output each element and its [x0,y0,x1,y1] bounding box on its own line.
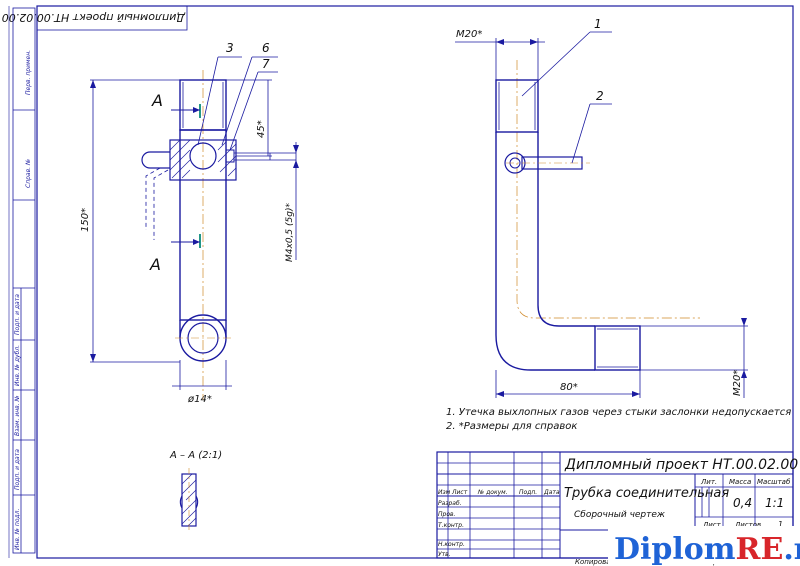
row-sign: Подп. [519,489,537,496]
margin-stamp: Перв. примен. Справ. № Подп. и дата Инв.… [12,7,36,554]
row-list: Лист [451,489,468,496]
left-view: A A 3 6 7 150* 45* М4х0,5 (5g)* ø14* [80,41,299,405]
dim-m20-top: М20* [456,29,482,40]
watermark-diplom: Diplom [614,532,736,566]
note-2: 2. *Размеры для справок [446,421,577,432]
left-pos-3: 3 [226,41,234,55]
rotated-designation-text: Дипломный проект НТ.00.02.00 СБ [0,11,186,24]
stamp-label-6: Подп. и дата [14,449,21,490]
stamp-label-1: Перв. примен. [25,50,32,95]
dim-thread: М4х0,5 (5g)* [285,203,295,262]
stamp-label-2: Справ. № [25,159,32,188]
left-pos-7: 7 [262,57,270,71]
sheets-count: 1 [778,520,783,529]
title-designation: Дипломный проект НТ.00.02.00 СБ [564,457,800,473]
stamp-label-5: Взам. инв. № [14,395,21,436]
role-prov: Пров. [438,511,456,518]
mass-value: 0,4 [733,496,752,510]
scale-value: 1:1 [765,496,784,510]
col-scale: Масштаб [757,478,791,486]
dim-m20-side: М20* [732,370,743,396]
svg-text:DiplomRE.ru: DiplomRE.ru [614,532,800,566]
role-tkontr: Т.контр. [438,522,464,529]
row-doc: № докум. [477,489,508,496]
role-utv: Утв. [438,551,451,558]
dim-overall-150: 150* [80,208,91,232]
stamp-label-4: Инв. № дубл. [14,345,21,386]
title-doc-type: Сборочный чертеж [574,510,666,520]
col-lit: Лит. [700,478,717,486]
rotated-designation-box: Дипломный проект НТ.00.02.00 СБ [0,5,188,31]
sheet-label: Лист [702,521,722,529]
sheets-label: Листов [734,521,761,529]
role-razrab: Разраб. [438,500,462,507]
copied-label: Копировал [575,558,616,566]
right-pos-2: 2 [596,89,604,103]
title-name: Трубка соединительная [564,486,729,501]
row-izm: Изм [438,489,451,496]
watermark-re: RE [736,532,784,566]
drawing-frame [36,5,794,559]
col-mass: Масса [729,478,751,486]
watermark-ru: .ru [783,532,800,566]
right-pos-1: 1 [594,17,602,31]
section-label: A – A (2:1) [169,450,222,461]
left-pos-6: 6 [262,41,270,55]
stamp-label-3: Подп. и дата [14,294,21,335]
watermark: DiplomRE.ru [608,526,800,566]
section-a-a: A – A (2:1) [169,450,222,532]
dim-80: 80* [560,382,578,393]
dim-45: 45* [256,120,267,138]
stamp-label-7: Инв. № подл. [14,509,21,550]
section-letter-top: A [151,91,163,110]
dim-dia-14: ø14* [187,394,212,405]
note-1: 1. Утечка выхлопных газов через стыки за… [446,407,791,418]
role-nkontr: Н.контр. [438,541,465,548]
section-letter-bottom: A [149,255,161,274]
right-view: 1 2 М20* М20* 80* [455,17,748,398]
row-date: Дата [543,489,560,496]
title-block: Дипломный проект НТ.00.02.00 СБ Трубка с… [436,451,800,559]
